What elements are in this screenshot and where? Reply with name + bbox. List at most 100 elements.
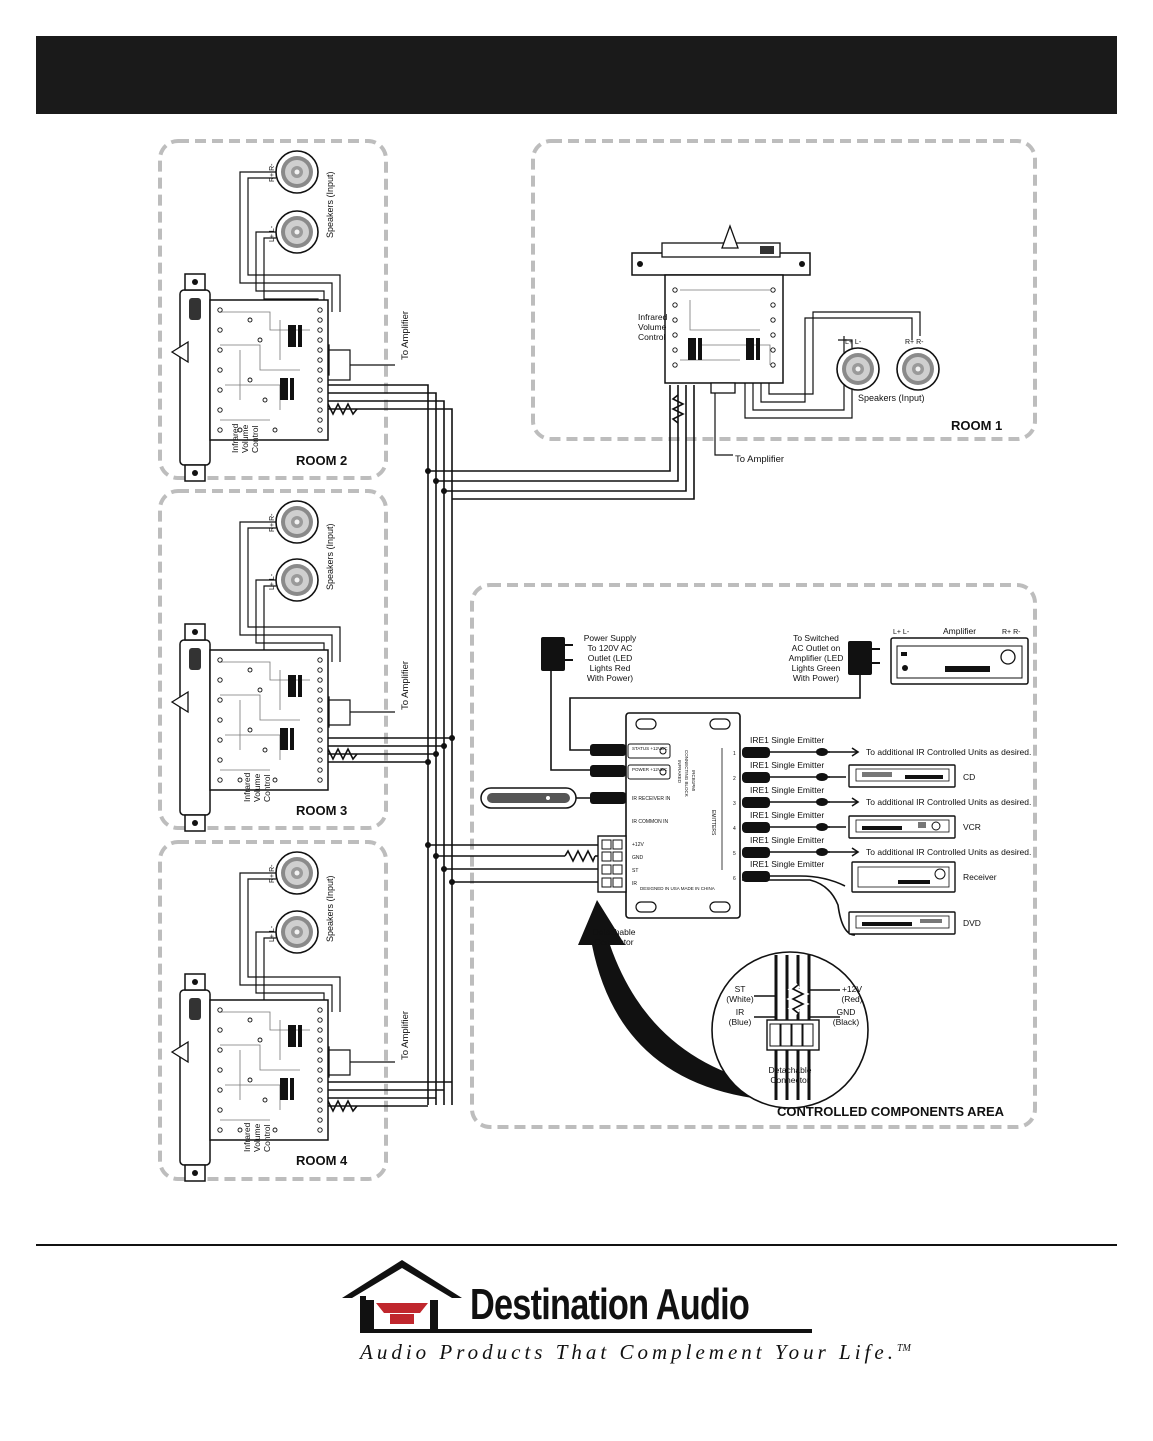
emitter-1-label: IRE1 Single Emitter xyxy=(750,735,824,745)
emitter-num-1: 1 xyxy=(733,751,736,757)
switched-outlet-line5: With Power) xyxy=(793,673,839,683)
terminal-gnd: GND xyxy=(632,855,644,861)
room-3-vc-line2: Volume xyxy=(252,773,262,802)
room-1-to-amplifier: To Amplifier xyxy=(735,454,784,465)
wire-gnd-label: GND xyxy=(837,1007,856,1017)
resistors xyxy=(323,394,685,1113)
room-2-to-amplifier: To Amplifier xyxy=(400,311,411,360)
room-2-right-label: R+ R- xyxy=(269,163,276,182)
port-ir-receiver: IR RECEIVER IN xyxy=(632,796,671,802)
emitter-num-3: 3 xyxy=(733,801,736,807)
room-4-vc-line2: Volume xyxy=(252,1123,262,1152)
dvd-label: DVD xyxy=(963,918,981,928)
room-4-label: ROOM 4 xyxy=(296,1153,348,1168)
room-1-vc-line1: Infrared xyxy=(638,312,668,322)
zoom-detachable-2: Connector xyxy=(770,1075,809,1085)
room-4-vc-line3: Control xyxy=(262,1124,272,1152)
connector-zoom: ST (White) IR (Blue) +12V (Red) GND (Bla… xyxy=(711,951,869,1109)
wire-st-color: (White) xyxy=(726,994,754,1004)
emitter-num-4: 4 xyxy=(733,826,736,832)
room-3: Speakers (Input) R+ R- L+ L- To Amplifie… xyxy=(171,500,411,832)
room-1: L+ L- R+ R- Speakers (Input) Infrared Vo… xyxy=(631,224,1002,465)
room-4-vc-line1: Infrared xyxy=(242,1122,252,1152)
wire-ir-color: (Blue) xyxy=(729,1017,752,1027)
bus-junctions xyxy=(425,468,455,885)
logo-tagline-text: Audio Products That Complement Your Life… xyxy=(360,1340,897,1364)
cd-label: CD xyxy=(963,772,975,782)
power-supply-line1: Power Supply xyxy=(584,633,637,643)
emitter-num-2: 2 xyxy=(733,776,736,782)
port-power: POWER +12VDC xyxy=(632,767,668,772)
room-2-label: ROOM 2 xyxy=(296,453,347,468)
room-1-vc-line3: Control xyxy=(638,332,666,342)
block-side-2: CONNECTING BLOCK xyxy=(684,750,689,797)
amplifier-left-label: L+ L- xyxy=(893,629,910,636)
room-2-speakers-label: Speakers (Input) xyxy=(325,171,335,238)
controlled-components-label: CONTROLLED COMPONENTS AREA xyxy=(777,1104,1005,1119)
trademark: TM xyxy=(896,1343,911,1354)
room-4-box xyxy=(158,840,388,1181)
port-status: STATUS +12VDC xyxy=(632,746,668,751)
room-1-right-label: R+ R- xyxy=(905,339,924,346)
amplifier-right-label: R+ R- xyxy=(1002,629,1021,636)
emitter-num-6: 6 xyxy=(733,876,736,882)
additional-units-1: To additional IR Controlled Units as des… xyxy=(866,747,1031,757)
switched-outlet-line3: Amplifier (LED xyxy=(789,653,844,663)
wire-ir-label: IR xyxy=(736,1007,745,1017)
block-footer: DESIGNED IN USA MADE IN CHINA xyxy=(640,886,715,891)
emitter-6-label: IRE1 Single Emitter xyxy=(750,859,824,869)
controlled-components: Power Supply To 120V AC Outlet (LED Ligh… xyxy=(480,626,1031,1119)
detachable-label-1: Detachable xyxy=(592,927,635,937)
room-1-label: ROOM 1 xyxy=(951,418,1002,433)
additional-units-2: To additional IR Controlled Units as des… xyxy=(866,797,1031,807)
room-2: Speakers (Input) R+ R- L+ L- To Amplifie… xyxy=(171,150,411,482)
room-2-vc-line2: Volume xyxy=(240,424,250,453)
destination-audio-logo xyxy=(342,1260,812,1333)
wire-12v-label: +12V xyxy=(842,984,862,994)
footer-rule xyxy=(36,1244,1117,1246)
receiver: Receiver xyxy=(851,861,997,893)
block-side-1: INFRARED xyxy=(677,760,682,784)
switched-outlet-line4: Lights Green xyxy=(792,663,841,673)
terminal-ir: IR xyxy=(632,881,637,887)
room-3-speakers-label: Speakers (Input) xyxy=(325,523,335,590)
amplifier-label: Amplifier xyxy=(943,626,976,636)
emitter-2-label: IRE1 Single Emitter xyxy=(750,760,824,770)
room-3-box xyxy=(158,489,388,830)
logo-name: Destination Audio xyxy=(470,1280,750,1329)
room-2-vc-line3: Control xyxy=(250,425,260,453)
room-3-vc-line1: Infrared xyxy=(242,772,252,802)
room-4: Speakers (Input) R+ R- L+ L- To Amplifie… xyxy=(171,851,411,1182)
room-4-right-label: R+ R- xyxy=(269,864,276,883)
room-3-to-amplifier: To Amplifier xyxy=(400,661,411,710)
logo-tagline: Audio Products That Complement Your Life… xyxy=(360,1340,911,1365)
zoom-detachable-1: Detachable xyxy=(768,1065,811,1075)
emitter-3-label: IRE1 Single Emitter xyxy=(750,785,824,795)
terminal-st: ST xyxy=(632,868,638,874)
emitter-num-5: 5 xyxy=(733,851,736,857)
port-ir-common: IR COMMON IN xyxy=(632,819,668,825)
room-1-left-label: L+ L- xyxy=(845,339,862,346)
room-1-speakers-label: Speakers (Input) xyxy=(858,393,925,403)
block-side-3: IRCB1PMI xyxy=(691,770,696,791)
room-4-left-label: L+ L- xyxy=(269,925,276,942)
dvd-player: DVD xyxy=(848,911,981,935)
room-3-left-label: L+ L- xyxy=(269,573,276,590)
ir-connecting-block: STATUS +12VDC POWER +12VDC IR RECEIVER I… xyxy=(625,712,741,919)
switched-outlet-line2: AC Outlet on xyxy=(792,643,841,653)
connector-arrow xyxy=(578,900,768,1100)
power-supply-line5: With Power) xyxy=(587,673,633,683)
room-1-vc-line2: Volume xyxy=(638,322,667,332)
additional-units-3: To additional IR Controlled Units as des… xyxy=(866,847,1031,857)
wire-gnd-color: (Black) xyxy=(833,1017,860,1027)
power-supply-line4: Lights Red xyxy=(590,663,631,673)
wire-12v-color: (Red) xyxy=(841,994,862,1004)
vcr: VCR xyxy=(848,815,981,839)
cd-player: CD xyxy=(848,764,975,788)
room-4-to-amplifier: To Amplifier xyxy=(400,1011,411,1060)
emitter-4-label: IRE1 Single Emitter xyxy=(750,810,824,820)
amplifier: L+ L- Amplifier R+ R- xyxy=(890,626,1029,685)
room-3-label: ROOM 3 xyxy=(296,803,347,818)
receiver-label: Receiver xyxy=(963,872,997,882)
